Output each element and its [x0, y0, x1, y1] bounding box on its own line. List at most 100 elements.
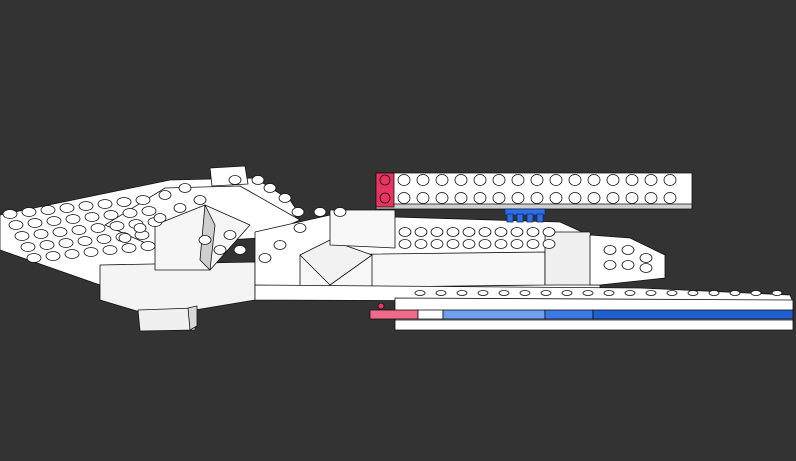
stud	[750, 290, 762, 296]
top-cap	[209, 165, 249, 187]
stud	[2, 209, 18, 219]
stud	[26, 253, 42, 263]
colored-stripe	[369, 302, 794, 320]
stud	[663, 192, 677, 204]
stud	[477, 290, 489, 296]
stud	[416, 174, 430, 186]
stud	[644, 174, 658, 186]
stud	[519, 290, 531, 296]
stud	[78, 201, 94, 211]
stud	[278, 193, 292, 203]
stud	[568, 174, 582, 186]
stud	[644, 192, 658, 204]
stud	[414, 290, 426, 296]
stud	[135, 195, 151, 205]
stud	[333, 207, 347, 217]
stud	[273, 240, 287, 250]
stud	[103, 210, 119, 220]
stud	[729, 290, 741, 296]
stud	[14, 231, 30, 241]
stud	[153, 213, 167, 223]
stud	[430, 239, 444, 249]
stud	[97, 199, 113, 209]
stud	[606, 192, 620, 204]
stud	[118, 233, 132, 243]
stud	[258, 253, 272, 263]
stud	[435, 174, 449, 186]
stud	[478, 239, 492, 249]
stud	[39, 240, 55, 250]
stud	[233, 245, 247, 255]
stud	[549, 192, 563, 204]
keel-plate	[394, 319, 794, 331]
stud	[83, 247, 99, 257]
stud	[141, 206, 157, 216]
stud	[398, 227, 412, 237]
stud	[59, 203, 75, 213]
stud	[582, 290, 594, 296]
stud	[58, 238, 74, 248]
stud	[65, 214, 81, 224]
stud	[64, 249, 80, 259]
stud	[20, 242, 36, 252]
stud	[435, 192, 449, 204]
stud	[568, 192, 582, 204]
stud	[542, 227, 556, 237]
stud	[478, 227, 492, 237]
stud	[771, 290, 783, 296]
stud	[27, 218, 43, 228]
stud	[603, 245, 617, 255]
stud	[251, 175, 265, 185]
stud	[121, 243, 137, 253]
stud	[193, 195, 207, 205]
stud	[293, 223, 307, 233]
stud	[116, 197, 132, 207]
studs	[2, 174, 783, 296]
stud	[663, 174, 677, 186]
stud	[473, 174, 487, 186]
stud	[198, 235, 212, 245]
spaceship-model	[0, 165, 794, 332]
stud	[122, 208, 138, 218]
stud	[40, 205, 56, 215]
stud	[454, 174, 468, 186]
stud	[492, 174, 506, 186]
stud	[33, 229, 49, 239]
stud	[178, 183, 192, 193]
stud	[526, 227, 540, 237]
stud	[587, 174, 601, 186]
front-block-side	[187, 305, 198, 331]
stud	[45, 251, 61, 261]
stud	[158, 190, 172, 200]
stud	[173, 203, 187, 213]
stud	[687, 290, 699, 296]
stud	[530, 192, 544, 204]
stud	[498, 290, 510, 296]
stud	[398, 239, 412, 249]
stud	[133, 223, 147, 233]
stud	[454, 192, 468, 204]
stud	[621, 245, 635, 255]
front-block	[137, 307, 196, 332]
stud	[549, 174, 563, 186]
stud	[494, 239, 508, 249]
stud	[625, 174, 639, 186]
stud	[606, 174, 620, 186]
stud	[621, 260, 635, 270]
stud	[416, 192, 430, 204]
stud	[540, 290, 552, 296]
stud	[561, 290, 573, 296]
stud	[492, 192, 506, 204]
stud	[510, 239, 524, 249]
stud	[462, 239, 476, 249]
stud	[291, 207, 305, 217]
stud	[587, 192, 601, 204]
stud	[645, 290, 657, 296]
stud	[77, 236, 93, 246]
stud	[414, 227, 428, 237]
stud	[625, 192, 639, 204]
upper-long-plate-side	[375, 203, 693, 210]
stud	[624, 290, 636, 296]
